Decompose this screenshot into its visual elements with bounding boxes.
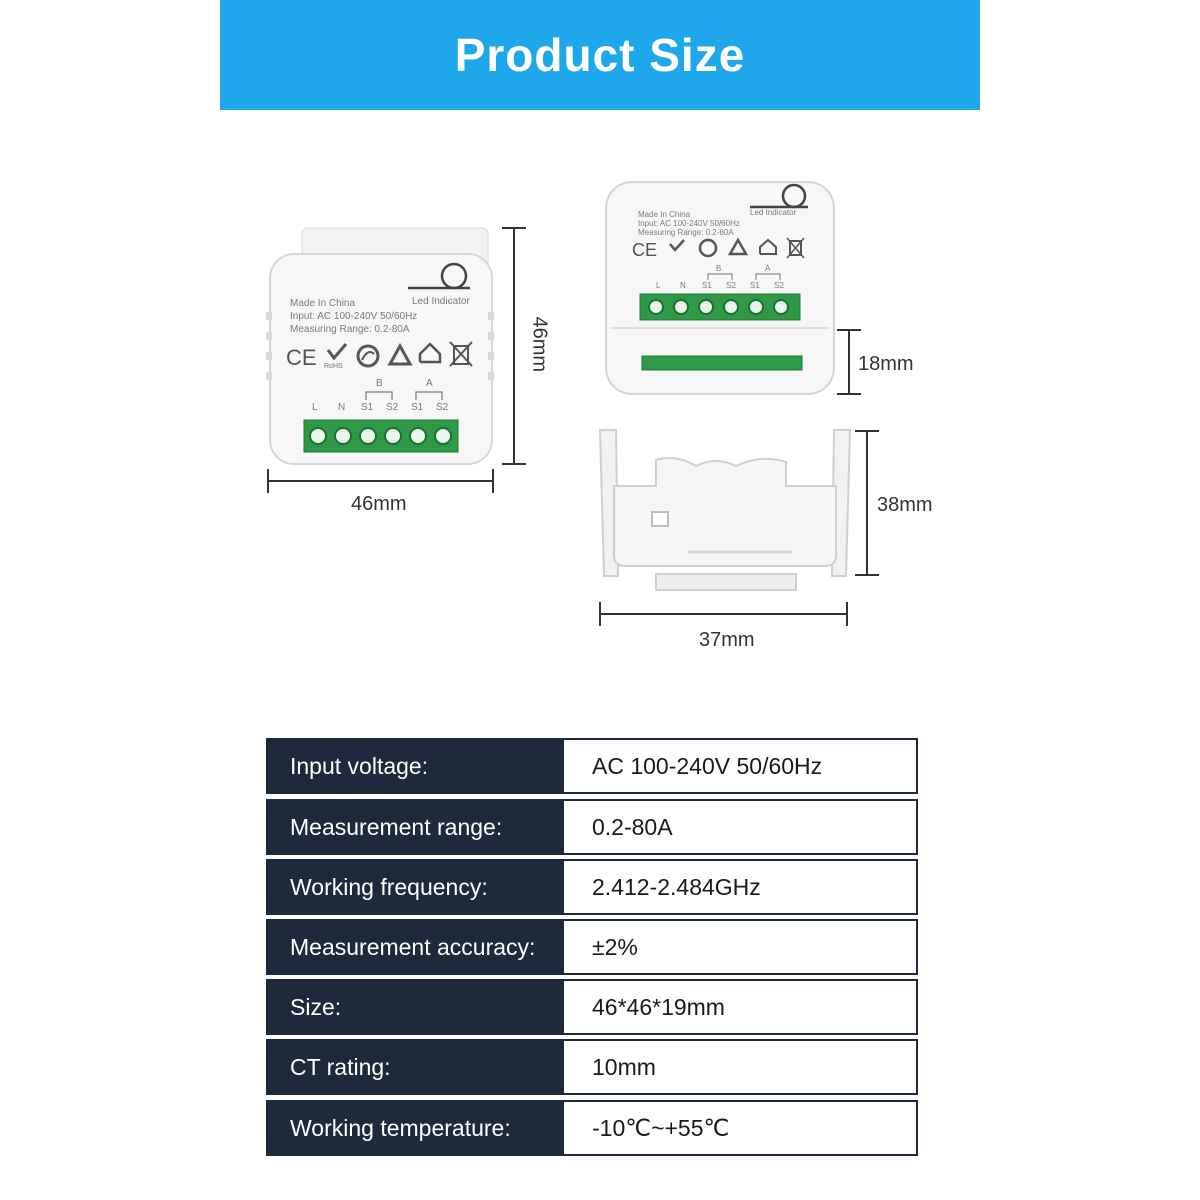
green-dot-icon — [698, 238, 718, 258]
spec-row-ct-rating: CT rating: 10mm — [266, 1039, 918, 1095]
bracket-height-cap-top — [855, 430, 879, 432]
page-title: Product Size — [454, 29, 746, 81]
header-banner: Product Size — [220, 0, 980, 110]
spec-row-measurement-accuracy: Measurement accuracy: ±2% — [266, 919, 918, 975]
spec-label: Measurement range: — [266, 799, 564, 855]
device-front-led-label: Led Indicator — [412, 296, 470, 307]
spec-value: ±2% — [564, 919, 918, 975]
front-width-cap-left — [267, 469, 269, 493]
device-top-terminal-l: L — [656, 281, 661, 290]
led-indicator-icon — [408, 262, 470, 290]
spec-value: -10℃~+55℃ — [564, 1100, 918, 1156]
spec-label: Input voltage: — [266, 738, 564, 794]
spec-row-size: Size: 46*46*19mm — [266, 979, 918, 1035]
bracket-slot — [651, 511, 669, 527]
device-front-terminal-l: L — [312, 402, 318, 413]
bracket-height-cap-bottom — [855, 574, 879, 576]
device-front-input: Input: AC 100-240V 50/60Hz — [290, 311, 417, 322]
recycle-icon — [387, 342, 413, 366]
bracket-base — [655, 573, 797, 591]
device-top-view: Led Indicator Made In China Input: AC 10… — [605, 181, 835, 395]
mounting-bracket-view — [598, 429, 852, 591]
device-top-terminal-s1a: S1 — [750, 281, 760, 290]
device-top-led-label: Led Indicator — [750, 208, 797, 217]
spec-row-input-voltage: Input voltage: AC 100-240V 50/60Hz — [266, 738, 918, 794]
spec-label: Measurement accuracy: — [266, 919, 564, 975]
depth-cap-bottom — [837, 393, 861, 395]
rohs-check-icon: RoHS — [324, 343, 348, 370]
device-front-terminal-s1a: S1 — [411, 402, 424, 413]
spec-label: Working temperature: — [266, 1100, 564, 1156]
device-front-terminal-block — [303, 419, 459, 453]
device-front-made-in: Made In China — [290, 298, 355, 309]
bracket-height-line — [866, 431, 868, 575]
green-dot-icon — [356, 344, 380, 368]
bracket-width-cap-left — [599, 602, 601, 626]
depth-line — [848, 330, 850, 394]
bracket-height-label: 38mm — [877, 494, 933, 516]
spec-value: 10mm — [564, 1039, 918, 1095]
svg-text:RoHS: RoHS — [324, 363, 343, 370]
spec-value: 0.2-80A — [564, 799, 918, 855]
spec-row-working-frequency: Working frequency: 2.412-2.484GHz — [266, 859, 918, 915]
depth-label: 18mm — [858, 353, 914, 375]
weee-bin-icon — [449, 341, 473, 367]
device-top-side-terminals — [641, 355, 803, 371]
device-top-range: Measuring Range: 0.2-80A — [638, 228, 734, 237]
bracket-frame — [613, 457, 837, 567]
front-height-line — [513, 228, 515, 464]
device-front-terminal-n: N — [338, 402, 345, 413]
front-height-label: 46mm — [528, 316, 551, 373]
device-top-made-in: Made In China — [638, 210, 691, 219]
terminal-screw-icons — [309, 427, 452, 445]
device-front-group-b: B — [376, 378, 383, 389]
ce-mark-icon: CE — [632, 240, 657, 260]
bracket-width-line — [599, 613, 847, 615]
device-front-terminal-s2a: S2 — [436, 402, 449, 413]
terminal-screw-icons — [648, 299, 789, 315]
front-width-label: 46mm — [351, 493, 407, 515]
ce-mark-icon: CE — [286, 345, 317, 370]
front-width-cap-right — [492, 469, 494, 493]
bracket-width-label: 37mm — [699, 629, 755, 651]
led-indicator-icon — [750, 183, 808, 209]
device-top-terminal-s2b: S2 — [726, 281, 736, 290]
spec-label: CT rating: — [266, 1039, 564, 1095]
weee-bin-icon — [786, 237, 805, 259]
spec-row-measurement-range: Measurement range: 0.2-80A — [266, 799, 918, 855]
spec-label: Size: — [266, 979, 564, 1035]
device-top-group-brackets — [707, 273, 781, 280]
front-height-cap-top — [502, 227, 526, 229]
spec-value: 2.412-2.484GHz — [564, 859, 918, 915]
device-front-side-ribs — [266, 312, 494, 380]
svg-text:CE: CE — [632, 240, 657, 260]
device-front-group-a: A — [426, 378, 433, 389]
svg-text:CE: CE — [286, 345, 317, 370]
spec-value: 46*46*19mm — [564, 979, 918, 1035]
device-front-terminal-s1b: S1 — [361, 402, 374, 413]
device-top-terminal-n: N — [680, 281, 686, 290]
bracket-width-cap-right — [846, 602, 848, 626]
device-top-terminal-s1b: S1 — [702, 281, 712, 290]
front-width-line — [267, 480, 493, 482]
spec-value: AC 100-240V 50/60Hz — [564, 738, 918, 794]
depth-cap-top — [837, 329, 861, 331]
device-top-body — [605, 181, 835, 395]
front-height-cap-bottom — [502, 463, 526, 465]
recycle-icon — [727, 237, 749, 256]
spec-row-working-temperature: Working temperature: -10℃~+55℃ — [266, 1100, 918, 1156]
house-icon — [759, 238, 777, 255]
spec-label: Working frequency: — [266, 859, 564, 915]
device-front-terminal-s2b: S2 — [386, 402, 399, 413]
rohs-check-icon — [669, 239, 685, 252]
device-top-terminal-s2a: S2 — [774, 281, 784, 290]
house-icon — [418, 342, 442, 364]
device-front-range: Measuring Range: 0.2-80A — [290, 324, 410, 335]
device-top-group-b: B — [716, 264, 721, 273]
device-top-input: Input: AC 100-240V 50/60Hz — [638, 219, 740, 228]
device-front-view: Led Indicator Made In China Input: AC 10… — [266, 227, 494, 465]
device-top-group-a: A — [765, 264, 771, 273]
device-front-group-brackets — [365, 391, 443, 400]
